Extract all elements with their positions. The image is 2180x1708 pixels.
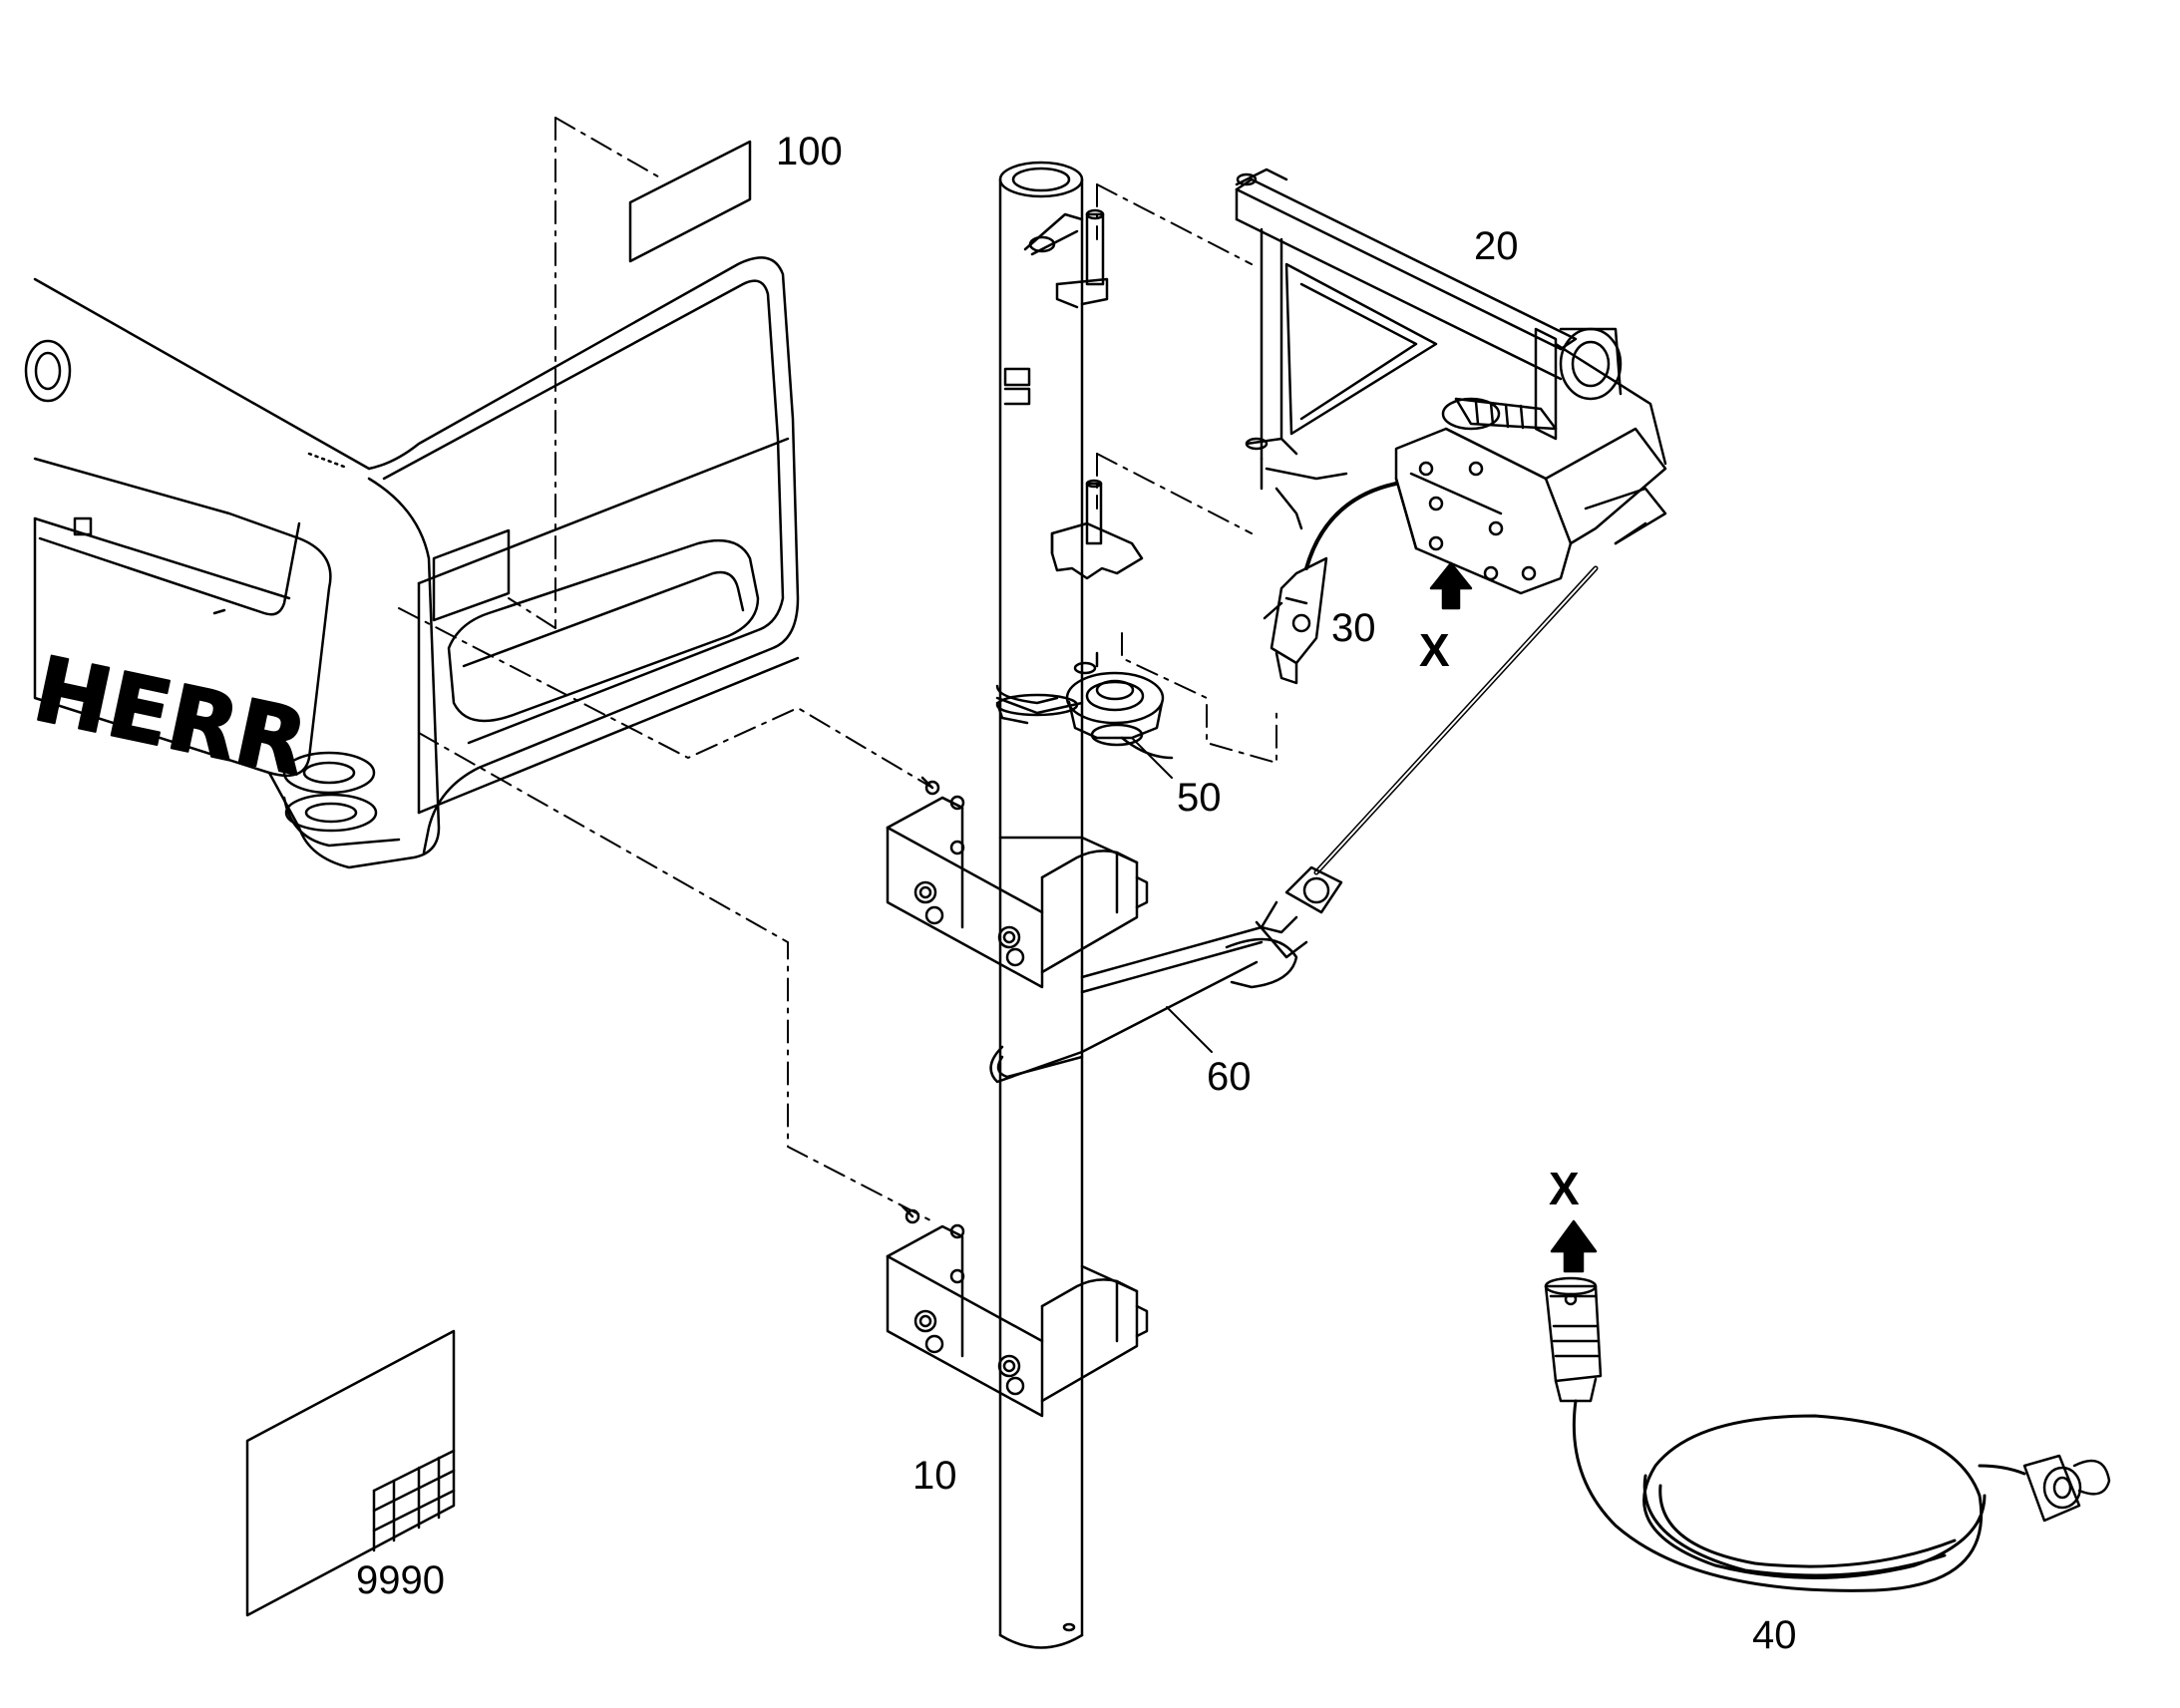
arrow-x-lower [1550, 1219, 1598, 1273]
callout-100: 100 [776, 130, 843, 173]
leader-50 [1131, 737, 1173, 779]
cable-60 [989, 565, 1599, 1084]
label-plate-100 [628, 140, 752, 263]
callout-40: 40 [1752, 1613, 1797, 1657]
lower-bracket [886, 1204, 1149, 1418]
upper-bracket [886, 776, 1149, 989]
light-frame-20 [1235, 168, 1623, 530]
marker-x-upper: X [1419, 624, 1450, 676]
callout-50: 50 [1177, 776, 1222, 820]
document-sheet-9990 [245, 1329, 456, 1617]
callout-20: 20 [1474, 224, 1519, 268]
mid-pin-assembly [1050, 479, 1144, 580]
callout-60: 60 [1207, 1055, 1252, 1099]
arrow-x-upper [1429, 561, 1473, 610]
power-cord-40 [1544, 1276, 2111, 1592]
lamp-head-30 [1263, 342, 1667, 685]
marker-x-lower: X [1549, 1163, 1580, 1214]
construction-lines [398, 117, 1277, 1222]
machine-logo-lettering: HERR [25, 637, 315, 797]
callout-30: 30 [1331, 606, 1376, 650]
callout-9990: 9990 [356, 1558, 445, 1602]
machine-housing [24, 256, 800, 869]
callout-10: 10 [912, 1454, 957, 1498]
top-pin-assembly [1023, 208, 1109, 309]
